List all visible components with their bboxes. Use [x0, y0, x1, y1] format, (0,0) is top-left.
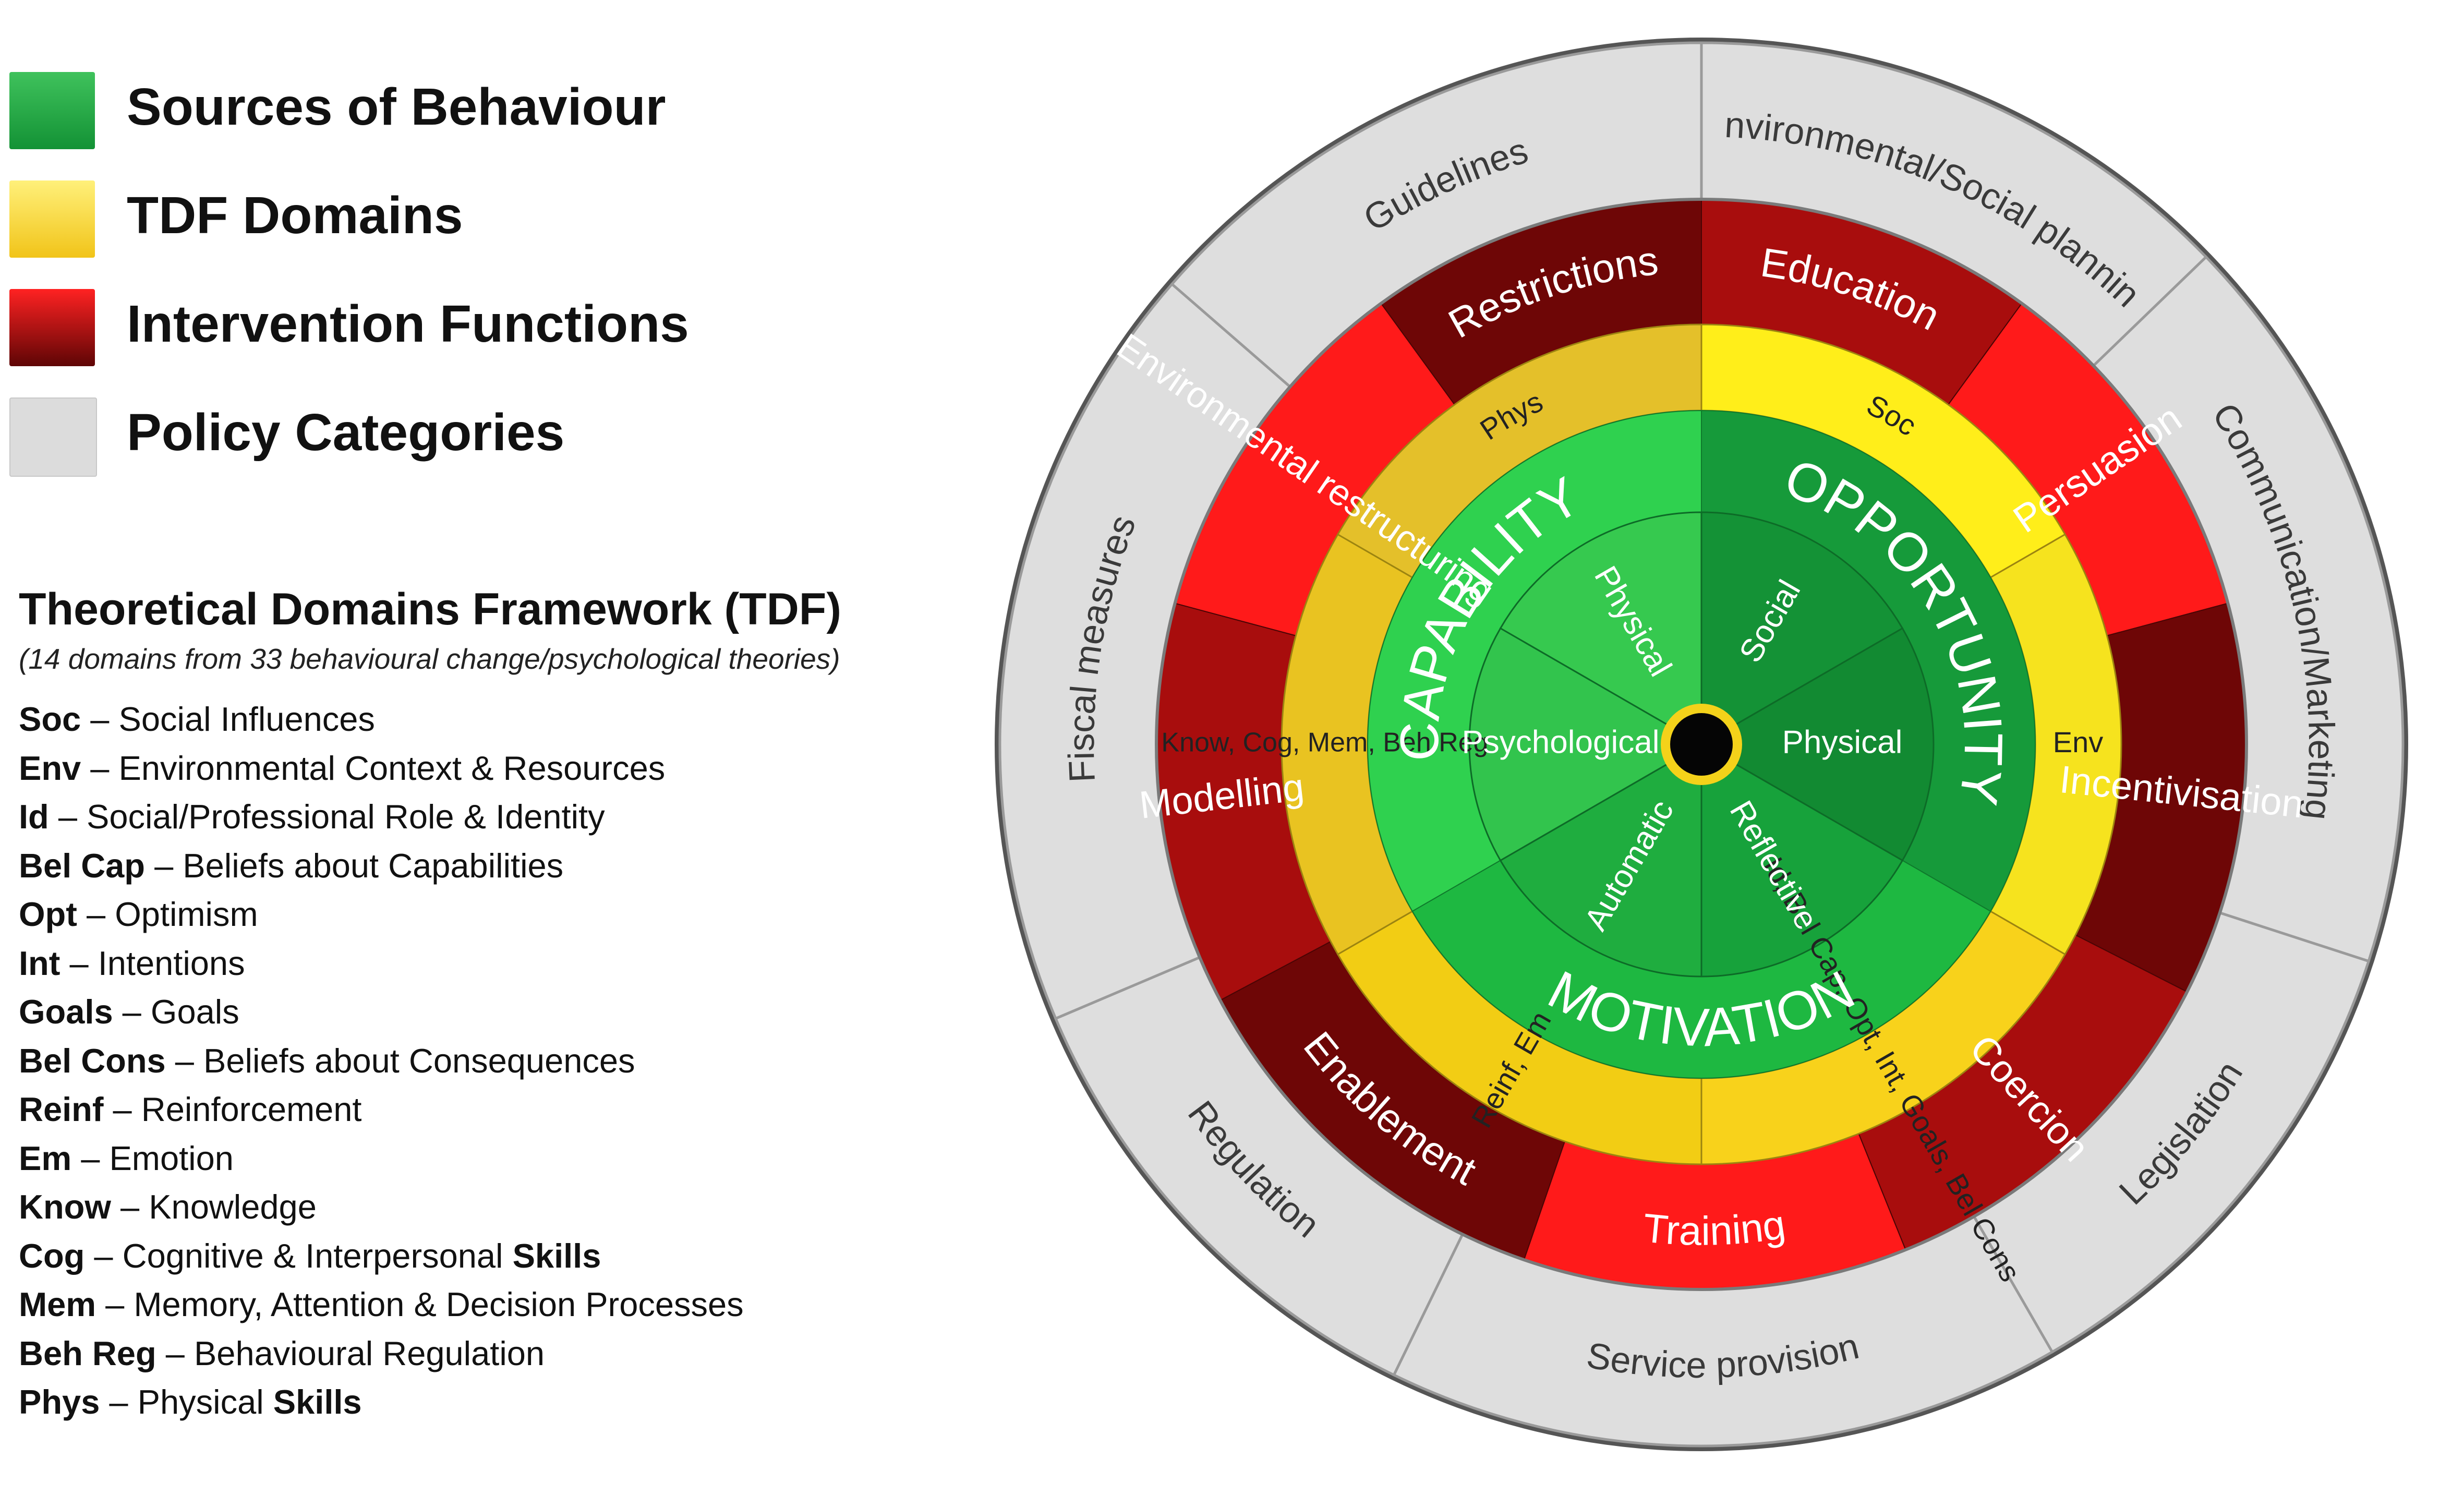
tdf-subtitle: (14 domains from 33 behavioural change/p…	[19, 643, 840, 675]
tdf-item: Beh Reg – Behavioural Regulation	[19, 1329, 958, 1378]
wheel-label-text: Training	[1641, 1201, 1788, 1254]
tdf-abbr: Reinf	[19, 1090, 104, 1128]
tdf-abbr: Mem	[19, 1285, 96, 1323]
tdf-title: Theoretical Domains Framework (TDF)	[19, 584, 841, 634]
tdf-desc: Physical	[137, 1383, 273, 1421]
tdf-sep: –	[113, 993, 151, 1031]
tdf-item: Opt – Optimism	[19, 890, 958, 939]
legend-swatch-grey	[9, 397, 97, 477]
component-segment	[1468, 627, 1703, 862]
legend-label: Sources of Behaviour	[127, 78, 666, 136]
components-disc	[1468, 511, 1935, 978]
policy-ring	[998, 41, 2405, 1448]
tdf-desc: Optimism	[115, 895, 258, 933]
tdf-desc: Memory, Attention & Decision Processes	[134, 1285, 744, 1323]
tdf-item: Bel Cap – Beliefs about Capabilities	[19, 841, 958, 890]
tdf-desc: Emotion	[109, 1139, 234, 1177]
legend-item-policy: Policy Categories	[9, 393, 792, 502]
tdf-abbr: Goals	[19, 993, 113, 1031]
wheel-label: Physical	[1782, 724, 1903, 760]
tdf-strong: Skills	[512, 1236, 601, 1275]
tdf-sep: –	[84, 1236, 123, 1275]
tdf-abbr: Opt	[19, 895, 77, 933]
tdf-item: Int – Intentions	[19, 939, 958, 988]
tdf-abbr: Phys	[19, 1383, 100, 1421]
tdf-abbr: Id	[19, 798, 49, 836]
tdf-item: Id – Social/Professional Role & Identity	[19, 792, 958, 841]
tdf-abbr: Bel Cons	[19, 1041, 166, 1080]
legend-label: TDF Domains	[127, 186, 463, 245]
tdf-desc: Knowledge	[149, 1188, 317, 1226]
tdf-item: Bel Cons – Beliefs about Consequences	[19, 1036, 958, 1086]
tdf-abbr: Em	[19, 1139, 72, 1177]
tdf-sep: –	[156, 1334, 194, 1372]
tdf-abbr: Cog	[19, 1236, 85, 1275]
legend-swatch-green	[9, 72, 95, 149]
tdf-abbr: Know	[19, 1188, 111, 1226]
tdf-abbr: Env	[19, 749, 81, 787]
component-segment	[1700, 743, 1904, 978]
tdf-sep: –	[49, 798, 87, 836]
legend-item-sources: Sources of Behaviour	[9, 68, 792, 176]
tdf-item: Phys – Physical Skills	[19, 1378, 958, 1427]
tdf-desc: Social Influences	[118, 700, 375, 738]
legend-swatch-yellow	[9, 180, 95, 258]
tdf-sep: –	[100, 1383, 138, 1421]
tdf-item: Goals – Goals	[19, 987, 958, 1036]
tdf-strong: Skills	[273, 1383, 362, 1421]
component-segment	[1499, 743, 1702, 978]
tdf-item: Cog – Cognitive & Interpersonal Skills	[19, 1232, 958, 1281]
ring-divider	[1155, 198, 2248, 1291]
wheel-label: Env	[2053, 726, 2104, 758]
tdf-item: Env – Environmental Context & Resources	[19, 744, 958, 793]
tdf-item: Mem – Memory, Attention & Decision Proce…	[19, 1280, 958, 1329]
legend-item-tdf: TDF Domains	[9, 176, 792, 285]
tdf-desc: Environmental Context & Resources	[118, 749, 666, 787]
tdf-item: Soc – Social Influences	[19, 695, 958, 744]
tdf-desc: Goals	[150, 993, 239, 1031]
hub-center	[1670, 713, 1733, 776]
behaviour-change-wheel: Environmental/Social planningCommunicati…	[960, 0, 2408, 1451]
tdf-desc: Beliefs about Consequences	[203, 1041, 635, 1080]
tdf-desc: Social/Professional Role & Identity	[87, 798, 605, 836]
tdf-item: Know – Knowledge	[19, 1183, 958, 1232]
tdf-ring	[1281, 323, 2122, 1165]
tdf-desc: Reinforcement	[141, 1090, 362, 1128]
tdf-sep: –	[77, 895, 115, 933]
legend-label: Policy Categories	[127, 403, 565, 462]
legend: Sources of Behaviour TDF Domains Interve…	[9, 68, 792, 502]
tdf-key: Theoretical Domains Framework (TDF) (14 …	[19, 578, 958, 1427]
tdf-sep: –	[71, 1139, 110, 1177]
wheel-label: Training	[1641, 1201, 1788, 1254]
tdf-desc: Beliefs about Capabilities	[183, 846, 564, 885]
tdf-sep: –	[111, 1188, 149, 1226]
component-segment	[1700, 627, 1935, 862]
tdf-desc: Cognitive & Interpersonal	[122, 1236, 513, 1275]
wheel-outer-rim	[995, 38, 2408, 1451]
wheel-label: Psychological	[1462, 724, 1659, 760]
legend-label: Intervention Functions	[127, 295, 689, 353]
legend-swatch-red	[9, 289, 95, 366]
tdf-sep: –	[81, 749, 119, 787]
tdf-item: Reinf – Reinforcement	[19, 1085, 958, 1134]
tdf-sep: –	[96, 1285, 134, 1323]
tdf-abbr: Soc	[19, 700, 81, 738]
component-segment	[1700, 511, 1904, 746]
wheel-label: Know, Cog, Mem, Beh Reg	[1161, 728, 1488, 758]
tdf-sep: –	[81, 700, 119, 738]
tdf-sep: –	[145, 846, 183, 885]
tdf-sep: –	[60, 944, 98, 982]
tdf-desc: Behavioural Regulation	[194, 1334, 545, 1372]
tdf-abbr: Int	[19, 944, 61, 982]
tdf-abbr: Beh Reg	[19, 1334, 156, 1372]
tdf-sep: –	[103, 1090, 141, 1128]
tdf-item: Em – Emotion	[19, 1134, 958, 1183]
component-segment	[1499, 511, 1702, 746]
tdf-abbr: Bel Cap	[19, 846, 146, 885]
tdf-sep: –	[165, 1041, 203, 1080]
legend-item-functions: Intervention Functions	[9, 285, 792, 393]
tdf-desc: Intentions	[98, 944, 245, 982]
